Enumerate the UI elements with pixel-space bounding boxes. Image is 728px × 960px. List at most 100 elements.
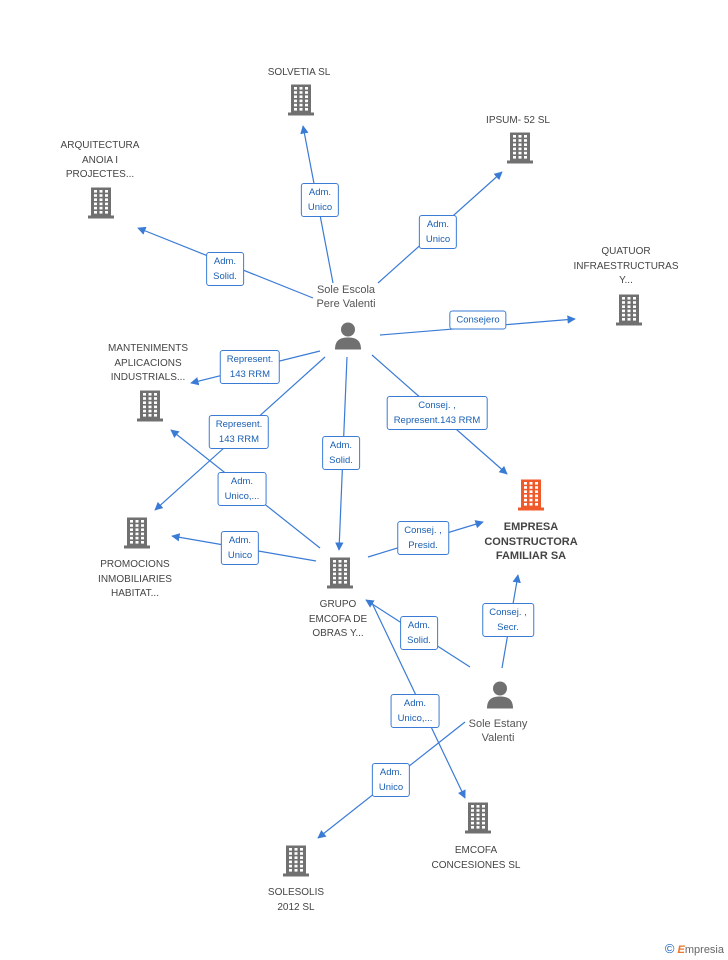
copyright-symbol: © — [664, 941, 675, 956]
edge-label-line: Consej. , — [404, 525, 442, 536]
edge-label-line: 143 RRM — [229, 369, 271, 380]
person-icon[interactable] — [333, 321, 363, 356]
building-icon-shape — [327, 557, 353, 589]
edge-label-line: Solid. — [213, 271, 237, 282]
node-label-line: GRUPO — [319, 599, 357, 610]
node-label-line: EMCOFA DE — [308, 613, 368, 625]
edge-label-e12[interactable]: Consej. ,Secr. — [482, 603, 534, 637]
edge-label-line: Represent. — [226, 354, 274, 365]
node-label-line: MANTENIMENTS — [108, 343, 188, 354]
node-label-line: EMCOFA — [454, 845, 498, 856]
edge-label-e7[interactable]: Consej. ,Represent.143 RRM — [386, 396, 488, 430]
person-icon-shape — [335, 322, 361, 350]
edge-label-line: Unico — [425, 234, 451, 245]
node-label-line: SOLESOLIS — [267, 887, 325, 898]
node-label-line: ARQUITECTURA — [60, 140, 140, 151]
edge-label-line: Solid. — [407, 635, 431, 646]
edge-label-e4[interactable]: Consejero — [449, 310, 507, 330]
building-icon[interactable] — [516, 479, 546, 516]
edge-label-e8[interactable]: Adm. Solid. — [322, 436, 360, 470]
logo-e-letter: E — [677, 944, 685, 956]
node-label-line: HABITAT... — [111, 588, 159, 599]
node-label-line: OBRAS Y... — [312, 628, 364, 639]
building-icon-shape — [137, 390, 163, 422]
node-label-line: ANOIA I — [81, 154, 119, 166]
building-icon-shape — [283, 845, 309, 877]
node-label[interactable]: SOLVETIA SL — [268, 66, 331, 81]
node-label[interactable]: PROMOCIONS INMOBILIARIES HABITAT... — [98, 558, 172, 602]
building-icon[interactable] — [281, 845, 311, 882]
node-label[interactable]: IPSUM- 52 SL — [486, 114, 550, 129]
edge-label-line: Solid. — [329, 455, 353, 466]
edge-label-e15[interactable]: Adm. Unico — [371, 763, 411, 797]
edge-label-line: Adm. — [308, 187, 332, 198]
logo-text: mpresia — [684, 944, 724, 956]
building-icon[interactable] — [286, 84, 316, 121]
edge-label-e9[interactable]: Adm.Unico,... — [217, 472, 267, 506]
edge-label-line: Adm. — [228, 535, 252, 546]
edge-label-line: Secr. — [497, 622, 519, 633]
building-icon-shape — [465, 802, 491, 834]
edge-label-e6[interactable]: Represent.143 RRM — [208, 415, 270, 449]
edge-label-e13[interactable]: Adm.Solid. — [400, 616, 438, 650]
building-icon[interactable] — [86, 187, 116, 224]
node-label-line: FAMILIAR SA — [495, 550, 567, 562]
building-icon[interactable] — [122, 517, 152, 554]
building-icon-shape — [616, 294, 642, 326]
node-label-line: Y... — [619, 275, 633, 286]
edge-label-line: Adm. — [213, 256, 237, 267]
node-label-line: Valenti — [481, 732, 515, 744]
node-label-line: PROMOCIONS — [100, 559, 170, 570]
edge-label-line: Adm. — [403, 698, 427, 709]
node-label-line: INMOBILIARIES — [98, 573, 172, 585]
node-label-line: EMPRESA — [503, 521, 559, 533]
edge-label-e11[interactable]: Consej. , Presid. — [397, 521, 449, 555]
building-icon[interactable] — [463, 802, 493, 839]
edge-label-line: Adm. — [426, 219, 450, 230]
edge-label-e10[interactable]: Adm. Unico — [220, 531, 260, 565]
building-icon-shape — [288, 84, 314, 116]
node-label-line: SOLVETIA SL — [267, 67, 331, 78]
edge-label-line: Represent. — [215, 419, 263, 430]
edge-label-e3[interactable]: Adm. Solid. — [206, 252, 244, 286]
edge-label-e2[interactable]: Adm. Unico — [418, 215, 458, 249]
empresia-logo[interactable]: © Empresia — [665, 941, 724, 956]
person-icon-shape — [487, 681, 513, 709]
building-icon[interactable] — [614, 294, 644, 331]
node-label-line: CONSTRUCTORA — [484, 535, 578, 548]
node-label-line: IPSUM- 52 SL — [486, 115, 550, 126]
edge-label-line: Unico,... — [397, 713, 433, 724]
building-icon[interactable] — [325, 557, 355, 594]
edge-label-line: Adm. — [379, 767, 403, 778]
building-icon[interactable] — [505, 132, 535, 169]
building-icon[interactable] — [135, 390, 165, 427]
building-icon-shape — [88, 187, 114, 219]
building-icon-shape — [124, 517, 150, 549]
node-label[interactable]: EMPRESA CONSTRUCTORA FAMILIAR SA — [484, 520, 577, 564]
edge-label-line: Unico — [227, 550, 253, 561]
edge-label-line: Consejero — [456, 314, 500, 326]
node-label[interactable]: GRUPO EMCOFA DE OBRAS Y... — [309, 598, 367, 642]
edge-label-e5[interactable]: Represent. 143 RRM — [219, 350, 281, 384]
person-icon[interactable] — [485, 680, 515, 715]
edge-label-line: Adm. — [329, 440, 353, 451]
edge-label-e1[interactable]: Adm. Unico — [300, 183, 340, 217]
building-icon-shape — [507, 132, 533, 164]
node-label-line: Pere Valenti — [316, 298, 376, 310]
edge-label-e14[interactable]: Adm. Unico,... — [390, 694, 440, 728]
edge-label-line: Unico — [307, 202, 333, 213]
node-label-line: 2012 SL — [277, 901, 315, 913]
edge-label-line: Presid. — [408, 540, 438, 551]
edge-label-line: Unico — [378, 782, 404, 793]
node-label[interactable]: SOLESOLIS 2012 SL — [268, 886, 324, 915]
node-label-line: APLICACIONS — [114, 357, 182, 369]
building-icon-shape — [518, 479, 544, 511]
edge-label-line: Unico,... — [224, 491, 260, 502]
node-label-line: QUATUOR — [601, 246, 651, 257]
